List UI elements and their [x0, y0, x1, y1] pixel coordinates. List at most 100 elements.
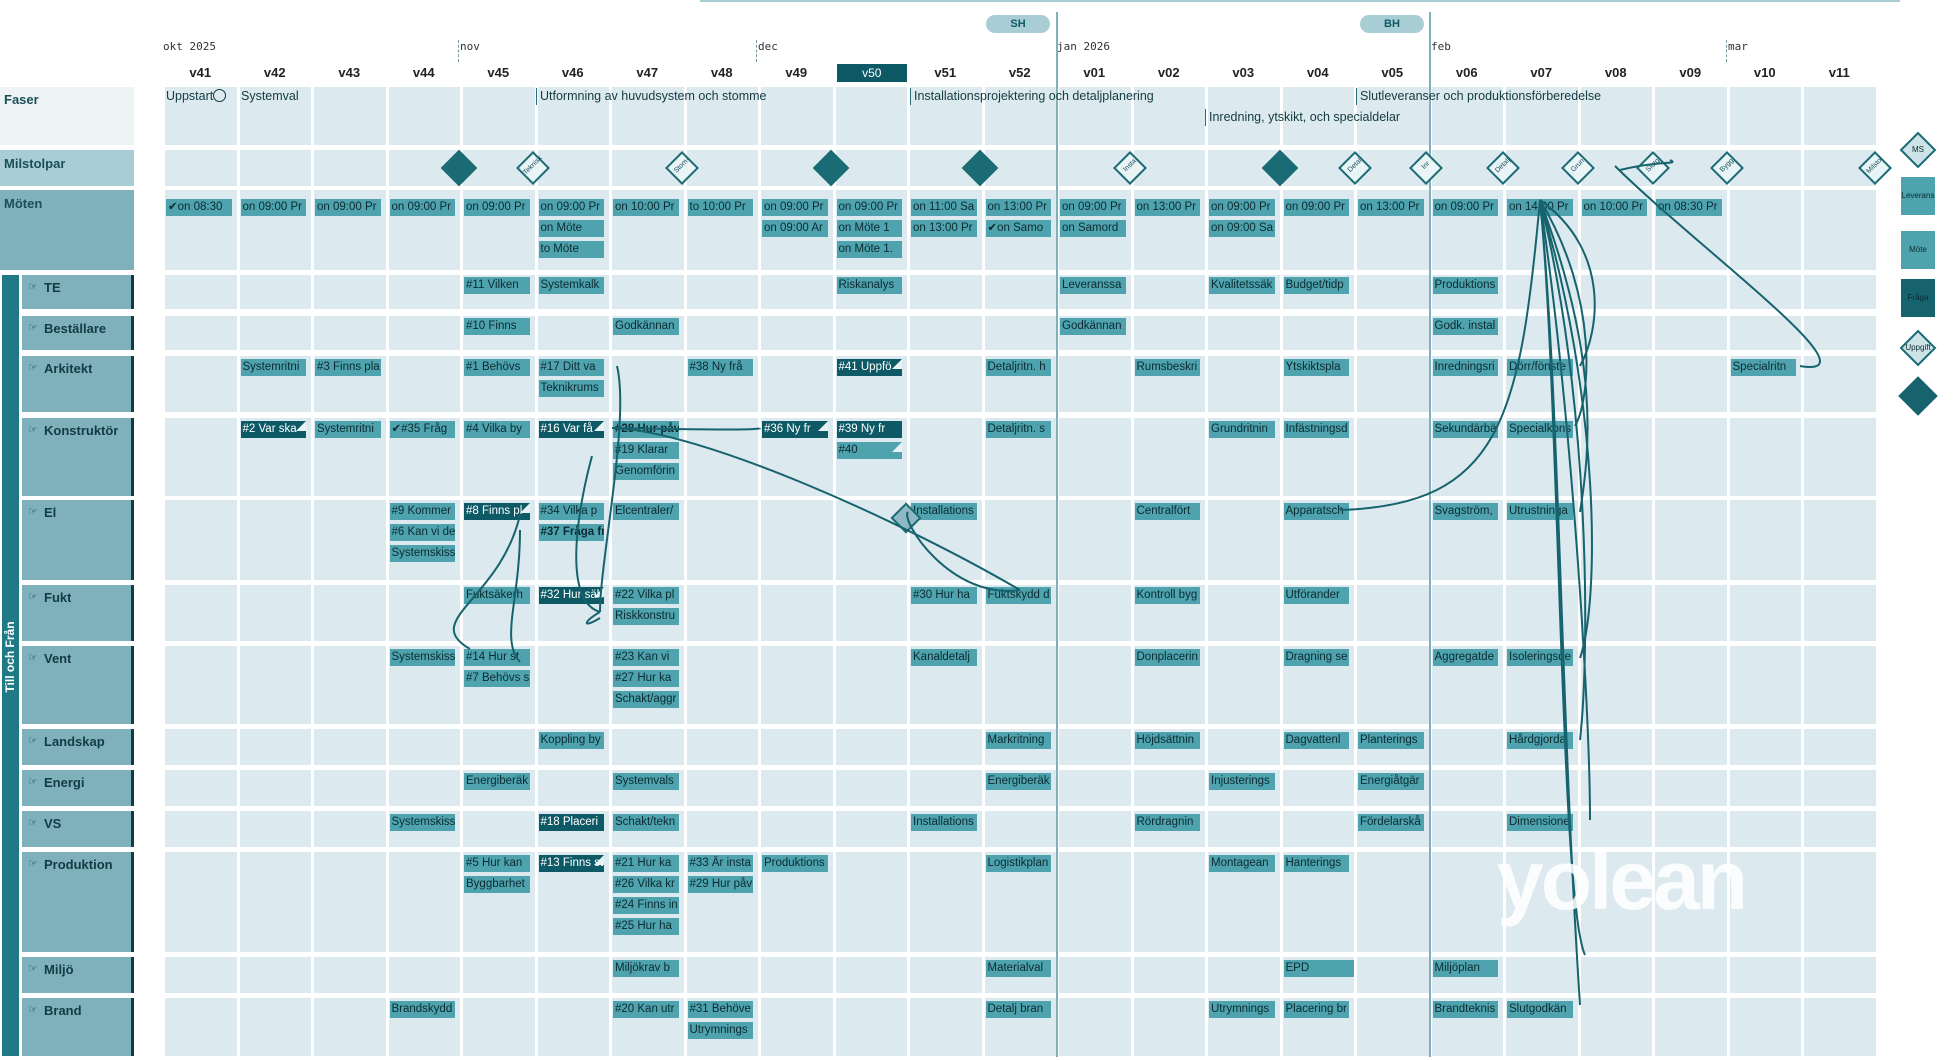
meeting-card[interactable]: on 09:00 Pr — [538, 199, 604, 216]
meeting-card[interactable]: on 09:00 Sa — [1209, 220, 1275, 237]
card[interactable]: #4 Vilka by — [464, 421, 530, 438]
group-label[interactable]: Till och Från — [3, 621, 17, 693]
meeting-card[interactable]: on 09:00 Pr — [1209, 199, 1275, 216]
card[interactable]: Kanaldetalj — [911, 649, 977, 666]
card[interactable]: Höjdsättnin — [1134, 732, 1200, 749]
card[interactable]: Infästningsd — [1283, 421, 1349, 438]
swimlane-label[interactable]: El — [44, 505, 57, 520]
swimlane-label[interactable]: TE — [44, 280, 61, 295]
card[interactable]: #21 Hur ka — [613, 855, 679, 872]
card[interactable]: Grundritnin — [1209, 421, 1275, 438]
meeting-card[interactable]: on 11:00 Sa — [911, 199, 977, 216]
card[interactable]: Elcentraler/ — [613, 503, 679, 520]
swimlane-label[interactable]: Arkitekt — [44, 361, 93, 376]
card[interactable]: Miljöplan — [1432, 960, 1498, 977]
card[interactable]: #19 Klarar — [613, 442, 679, 459]
week-header-v50[interactable]: v50 — [836, 64, 907, 82]
meeting-card[interactable]: on Möte 1 — [836, 220, 902, 237]
card[interactable]: Inredningsri — [1432, 359, 1498, 376]
card[interactable]: Apparatsch — [1283, 503, 1349, 520]
week-header-v06[interactable]: v06 — [1455, 65, 1478, 80]
card[interactable]: #9 Kommer — [389, 503, 455, 520]
legend-item[interactable] — [1901, 177, 1935, 215]
meeting-card[interactable]: on 09:00 Pr — [762, 199, 828, 216]
week-header-v46[interactable]: v46 — [561, 65, 584, 80]
week-header-v10[interactable]: v10 — [1753, 65, 1776, 80]
week-header-v08[interactable]: v08 — [1604, 65, 1627, 80]
card[interactable]: Byggbarhet — [464, 876, 530, 893]
week-header-v03[interactable]: v03 — [1232, 65, 1255, 80]
card[interactable]: #37 Fråga fr — [538, 524, 604, 541]
row-header-moten[interactable]: Möten — [4, 196, 43, 211]
card[interactable]: #33 Är insta — [687, 855, 753, 872]
card[interactable]: Systemritni — [240, 359, 306, 376]
card[interactable]: #17 Ditt va — [538, 359, 604, 376]
week-header-v11[interactable]: v11 — [1828, 65, 1850, 80]
week-header-v49[interactable]: v49 — [785, 65, 808, 80]
legend-item[interactable] — [1898, 376, 1938, 416]
week-header-v42[interactable]: v42 — [263, 65, 286, 80]
card[interactable]: #27 Hur ka — [613, 670, 679, 687]
card[interactable]: #5 Hur kan — [464, 855, 530, 872]
card[interactable]: #28 Hur påv — [613, 421, 679, 438]
card[interactable]: Koppling by — [538, 732, 604, 749]
week-header-v04[interactable]: v04 — [1306, 65, 1329, 80]
card[interactable]: Fuktsäkerh — [464, 587, 530, 604]
meeting-card[interactable]: ✔on Samo — [985, 220, 1051, 237]
swimlane-label[interactable]: VS — [44, 816, 62, 831]
card[interactable]: #7 Behövs s — [464, 670, 530, 687]
meeting-card[interactable]: on 09:00 Pr — [836, 199, 902, 216]
card[interactable]: Godkännan — [1060, 318, 1126, 335]
card[interactable]: Montagean — [1209, 855, 1275, 872]
card[interactable]: #29 Hur påv — [687, 876, 753, 893]
card[interactable]: Sekundärbä — [1432, 421, 1498, 438]
swimlane-label[interactable]: Brand — [44, 1003, 82, 1018]
card[interactable]: Godk. instal — [1432, 318, 1498, 335]
week-header-v44[interactable]: v44 — [412, 65, 435, 80]
meeting-card[interactable]: on 09:00 Pr — [1060, 199, 1126, 216]
card[interactable]: #18 Placeri — [538, 814, 604, 831]
card[interactable]: Slutgodkän — [1507, 1001, 1573, 1018]
card[interactable]: Fördelarskå — [1358, 814, 1424, 831]
card[interactable]: Installations — [911, 814, 977, 831]
week-header-v45[interactable]: v45 — [487, 65, 510, 80]
meeting-card[interactable]: on 09:00 Pr — [240, 199, 306, 216]
card[interactable]: Utförander — [1283, 587, 1349, 604]
card[interactable]: Detalj bran — [985, 1001, 1051, 1018]
card[interactable]: Schakt/tekn — [613, 814, 679, 831]
card[interactable]: Energiberäk — [985, 773, 1051, 790]
week-header-v07[interactable]: v07 — [1530, 65, 1553, 80]
week-header-v48[interactable]: v48 — [710, 65, 733, 80]
card[interactable]: Logistikplan — [985, 855, 1051, 872]
meeting-card[interactable]: on Möte — [538, 220, 604, 237]
swimlane-label[interactable]: Miljö — [44, 962, 74, 977]
card[interactable]: #16 Var få — [538, 421, 604, 438]
card[interactable]: Aggregatde — [1432, 649, 1498, 666]
card[interactable]: Systemskiss — [389, 814, 455, 831]
week-header-v51[interactable]: v51 — [934, 65, 957, 80]
card[interactable]: Brandteknis — [1432, 1001, 1498, 1018]
swimlane-label[interactable]: Konstruktör — [44, 423, 119, 438]
swimlane-label[interactable]: Produktion — [44, 857, 113, 872]
card[interactable]: Isoleringsde — [1507, 649, 1573, 666]
card[interactable]: Schakt/aggr — [613, 691, 679, 708]
card[interactable]: #1 Behövs — [464, 359, 530, 376]
card[interactable]: Hårdgjorda — [1507, 732, 1573, 749]
card[interactable]: Brandskydd — [389, 1001, 455, 1018]
phase-bar[interactable]: Installationsprojektering och detaljplan… — [910, 88, 1350, 105]
row-header-faser[interactable]: Faser — [4, 92, 39, 107]
card[interactable]: Placering br — [1283, 1001, 1349, 1018]
meeting-card[interactable]: on 09:00 Pr — [1283, 199, 1349, 216]
card[interactable]: Utrymnings — [687, 1022, 753, 1039]
swimlane-label[interactable]: Vent — [44, 651, 72, 666]
card[interactable]: Riskanalys — [836, 277, 902, 294]
card[interactable]: Rumsbeskri — [1134, 359, 1200, 376]
card[interactable]: Riskkonstru — [613, 608, 679, 625]
meeting-card[interactable]: on 09:00 Pr — [315, 199, 381, 216]
card[interactable]: Systemritni — [315, 421, 381, 438]
meeting-card[interactable]: on Samord — [1060, 220, 1126, 237]
card[interactable]: Fuktskydd d — [985, 587, 1051, 604]
card[interactable]: #3 Finns pla — [315, 359, 381, 376]
week-header-v47[interactable]: v47 — [636, 65, 659, 80]
card[interactable]: #11 Vilken — [464, 277, 530, 294]
